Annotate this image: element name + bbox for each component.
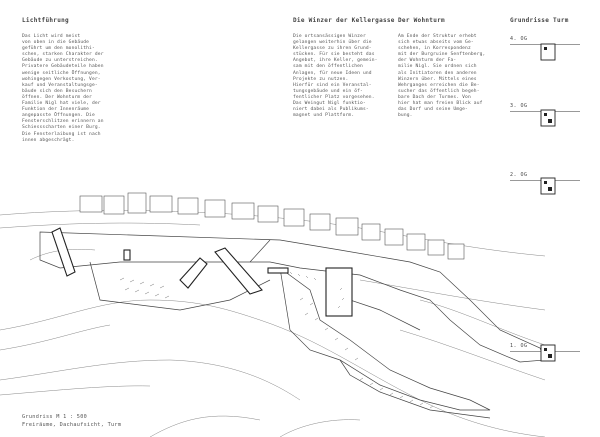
- column-text-line: Kellergasse zu ihren Grund-: [293, 46, 372, 52]
- column-text-line: kauf und Veranstaltungsge-: [22, 82, 98, 88]
- column-text-line: schen, starken Charakter der: [22, 52, 104, 58]
- column-text-line: als Initiatoren den anderen: [398, 70, 477, 76]
- contour-line: [0, 359, 301, 401]
- contour-line: [419, 299, 546, 346]
- tower-plan-4og: [540, 43, 556, 61]
- column-text-line: der Wohnturm der Fa-: [398, 58, 457, 64]
- house-row: [79, 192, 465, 260]
- building-roofs: [51, 227, 353, 317]
- column-title-lichtfuehrung: Lichtführung: [22, 17, 69, 24]
- column-text-line: sucher das öffentlich begeh-: [398, 88, 480, 94]
- column-text-line: Die Fensterlaibung ist nach: [22, 131, 101, 137]
- column-text-line: schehen, in Korrespondenz: [398, 46, 471, 52]
- winery-structure: [39, 231, 546, 419]
- column-text-line: hier hat man freien Blick auf: [398, 101, 483, 107]
- column-text-line: Familie Nigl hat viele, der: [22, 101, 101, 107]
- column-text-line: magnet und Plattform.: [293, 113, 355, 119]
- column-text-line: bare Dach der Turmes. Von: [398, 94, 471, 100]
- contour-line: [149, 415, 261, 437]
- floor-label-1og: 1. OG: [510, 343, 528, 349]
- contour-line: [399, 329, 546, 381]
- tower-plan-1og: [540, 344, 556, 362]
- tower-plan-details: [544, 47, 552, 358]
- column-text-line: tungsgebäude und ein öf-: [293, 88, 363, 94]
- tower-plan-2og: [540, 177, 556, 195]
- column-text-line: Winzern über. Mittels eines: [398, 76, 477, 82]
- column-text-line: sam mit den öffentlichen: [293, 64, 363, 70]
- contour-line: [359, 279, 546, 311]
- contour-line: [0, 222, 201, 229]
- floor-label-4og: 4. OG: [510, 36, 528, 42]
- column-text-line: Angebot, ihre Keller, gemein-: [293, 58, 378, 64]
- hatching: [119, 271, 434, 409]
- column-title-grundrisse: Grundrisse Turm: [510, 17, 569, 24]
- plan-caption-description: Freiräume, Dachaufsicht, Turm: [22, 422, 122, 428]
- column-text-line: wohingegen Verkostung, Ver-: [22, 76, 101, 82]
- contour-line: [0, 299, 546, 437]
- plan-caption-scale: Grundriss M 1 : 500: [22, 414, 88, 420]
- column-text-line: milie Nigl. Sie ordnen sich: [398, 64, 477, 70]
- column-text-line: Am Ende der Struktur erhebt: [398, 34, 477, 39]
- floor-label-2og: 2. OG: [510, 172, 528, 178]
- contour-line: [279, 419, 361, 437]
- column-text-line: öffnen. Der Wohnturm der: [22, 94, 92, 100]
- column-text-line: Hierfür sind ein Veranstal-: [293, 82, 372, 88]
- column-text-line: wenige seitliche Öffnungen,: [22, 70, 101, 76]
- column-text-line: Anlagen, für neue Ideen und: [293, 70, 372, 76]
- column-title-wohnturm: Der Wohnturm: [398, 17, 445, 24]
- column-text-line: Gebäude zu unterstreichen.: [22, 58, 98, 64]
- column-text-line: Schiessscharten einer Burg.: [22, 125, 101, 131]
- column-text-line: Funktion der Innenräume: [22, 107, 90, 113]
- column-title-winzer: Die Winzer der Kellergasse: [293, 17, 395, 24]
- column-text-line: sich etwas abseits vom Ge-: [398, 40, 474, 46]
- column-text-line: stücken. Für sie besteht das: [293, 52, 375, 58]
- column-text-line: von oben in die Gebäude: [22, 40, 90, 46]
- column-text-line: angepasste Öffnungen. Die: [22, 113, 95, 119]
- column-text-line: gelangen weiterhin über die: [293, 40, 372, 46]
- column-text-line: Die ortsansässigen Winzer: [293, 34, 366, 39]
- column-text-line: Privatere Gebäudeteile haben: [22, 64, 104, 70]
- column-text-line: mit der Burgruine Senftenberg,: [398, 52, 486, 58]
- column-text-line: Das Licht wird meist: [22, 34, 81, 39]
- column-text-line: Projekte zu nutzen.: [293, 76, 349, 82]
- contour-line: [0, 324, 111, 351]
- column-text-line: Das Weingut Nigl funktio-: [293, 101, 366, 107]
- column-text-line: niert dabei als Publikums-: [293, 107, 369, 113]
- tower-plan-3og: [540, 109, 556, 127]
- column-text-line: geführt um den monolithi-: [22, 46, 95, 52]
- floor-label-3og: 3. OG: [510, 103, 528, 109]
- column-text-line: Wehrganges erreichen die Be-: [398, 82, 480, 88]
- column-text-line: bäude sich den Besuchern: [22, 88, 92, 94]
- column-text-line: bung.: [398, 113, 413, 119]
- column-text-line: fentlicher Platz vorgesehen.: [293, 94, 375, 100]
- tower-floor-plans: [540, 43, 556, 362]
- contour-line: [0, 385, 151, 396]
- column-text-line: Fensterschlitzen erinnern an: [22, 119, 104, 125]
- column-text-line: innen abgeschrägt.: [22, 137, 75, 143]
- column-text-line: das Dorf und seine Umge-: [398, 107, 468, 113]
